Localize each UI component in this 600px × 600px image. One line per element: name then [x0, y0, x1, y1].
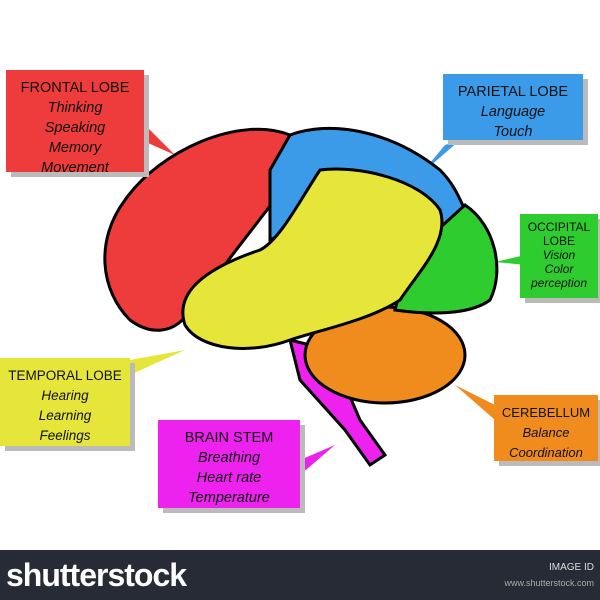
frontal-lobe-label: FRONTAL LOBE Thinking Speaking Memory Mo…: [6, 70, 144, 176]
temporal-item: Hearing: [41, 388, 89, 403]
temporal-item: Learning: [38, 408, 92, 423]
brainstem-pointer: [300, 445, 335, 475]
image-id: IMAGE ID: [548, 562, 594, 573]
frontal-title: FRONTAL LOBE: [20, 80, 130, 96]
parietal-lobe-label: PARIETAL LOBE Language Touch: [443, 74, 583, 140]
temporal-lobe: [181, 167, 444, 350]
cerebellum-pointer: [455, 385, 495, 420]
site-url: www.shutterstock.com: [504, 578, 594, 588]
temporal-item: Feelings: [39, 428, 91, 443]
brainstem-item: Breathing: [197, 450, 261, 466]
parietal-title: PARIETAL LOBE: [457, 84, 569, 100]
brainstem-item: Heart rate: [196, 470, 262, 486]
temporal-pointer: [130, 350, 185, 375]
frontal-item: Speaking: [44, 120, 106, 136]
frontal-item: Thinking: [47, 100, 103, 116]
parietal-item: Touch: [493, 124, 533, 140]
shutterstock-logo: shutterstock: [6, 557, 187, 593]
cerebellum-item: Balance: [522, 425, 570, 440]
temporal-lobe-label: TEMPORAL LOBE Hearing Learning Feelings: [0, 358, 130, 446]
occipital-item: Vision: [542, 248, 576, 262]
occipital-title: OCCIPITAL LOBE: [527, 220, 591, 248]
temporal-title: TEMPORAL LOBE: [8, 368, 122, 383]
parietal-item: Language: [480, 104, 546, 120]
brain-illustration: [103, 120, 525, 475]
brain-stem-label: BRAIN STEM Breathing Heart rate Temperat…: [158, 420, 300, 508]
brainstem-item: Temperature: [188, 490, 270, 506]
frontal-item: Memory: [48, 140, 102, 156]
occipital-pointer: [495, 255, 525, 265]
occipital-item: Color perception: [530, 262, 588, 290]
frontal-item: Movement: [41, 160, 109, 176]
cerebellum-item: Coordination: [509, 445, 583, 460]
occipital-lobe-label: OCCIPITAL LOBE Vision Color perception: [520, 214, 598, 298]
brainstem-title: BRAIN STEM: [184, 430, 274, 446]
frontal-lobe: [103, 127, 292, 332]
cerebellum-label: CEREBELLUM Balance Coordination: [494, 395, 598, 461]
occipital-lobe: [393, 203, 499, 315]
footer-bar: shutterstock IMAGE ID www.shutterstock.c…: [0, 550, 600, 600]
cerebellum-title: CEREBELLUM: [501, 405, 591, 420]
